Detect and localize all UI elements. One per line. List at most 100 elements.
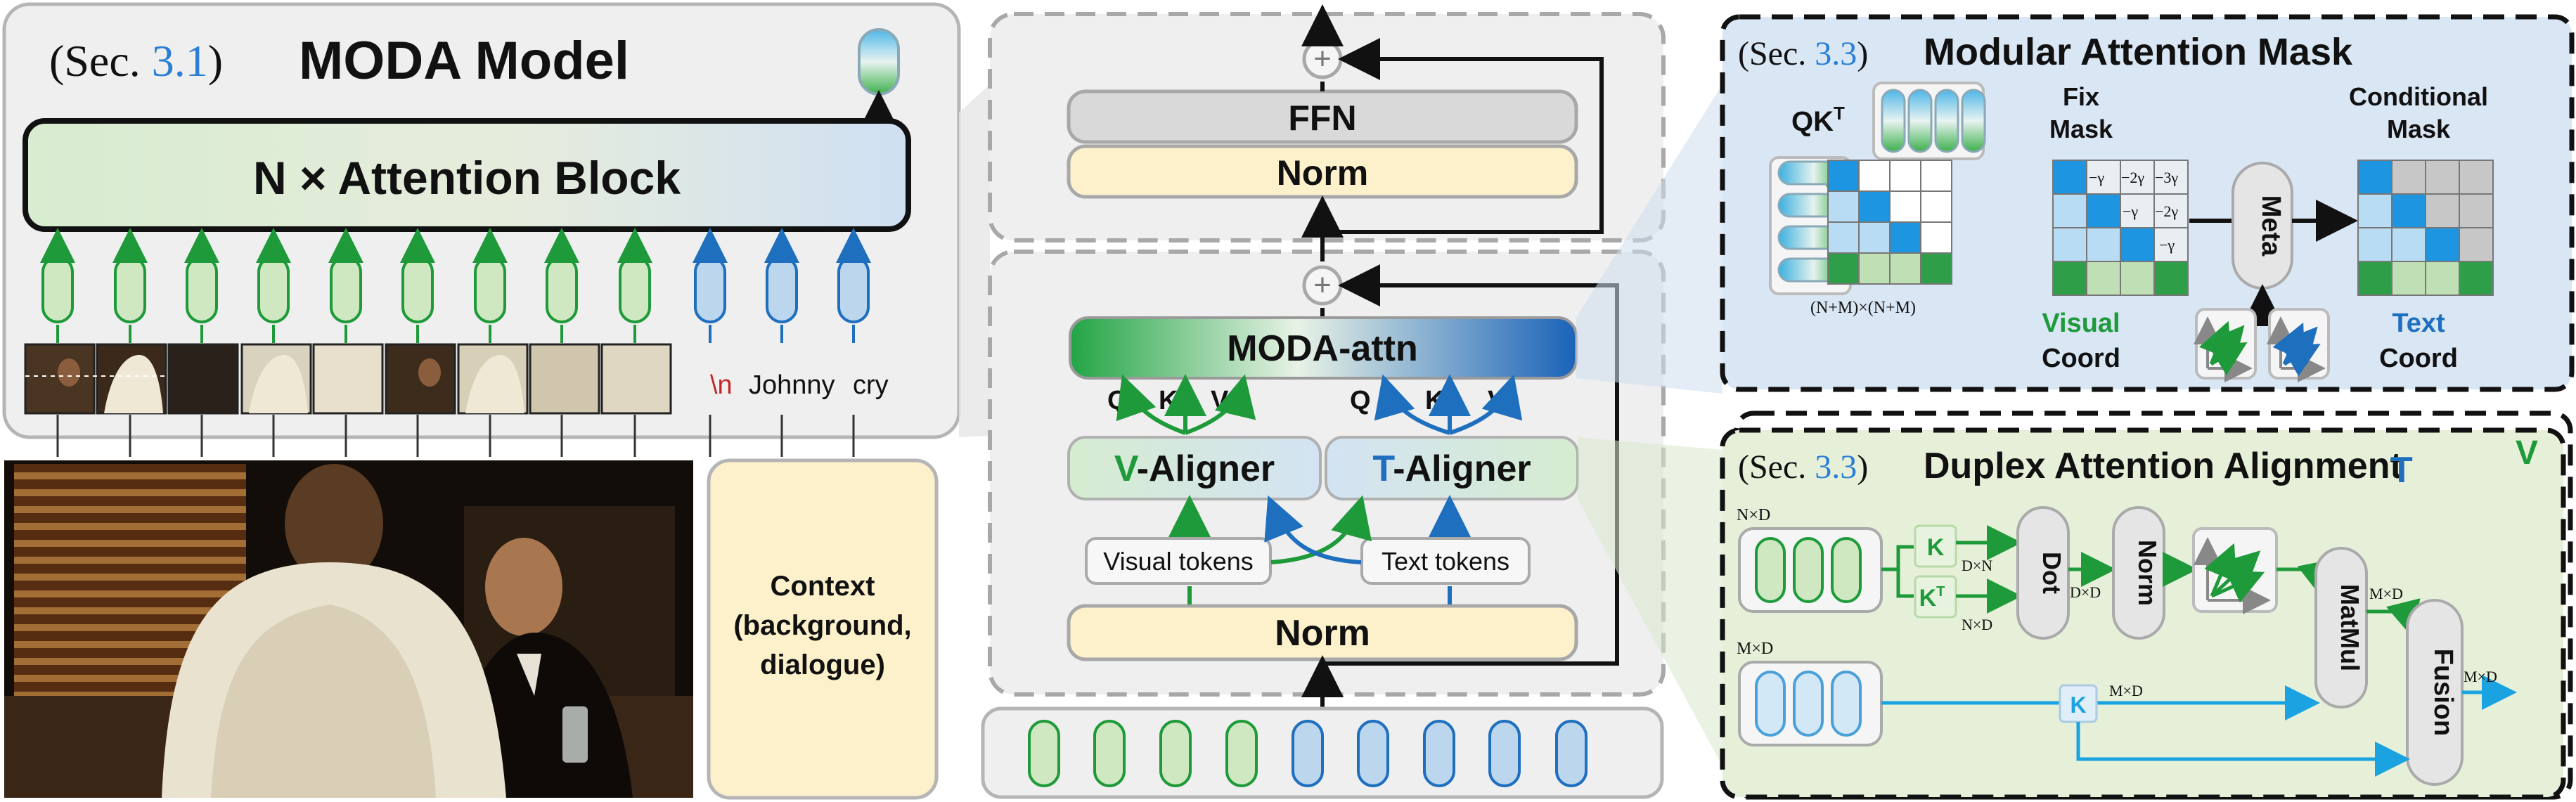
text-coord-axes-icon — [2267, 316, 2326, 382]
q-right-arrow — [1374, 374, 1450, 435]
visual-token-capsule — [114, 256, 146, 323]
moda-model-title: MODA Model — [299, 31, 629, 91]
token-capsule-icon — [858, 28, 900, 96]
attention-block-label: N × Attention Block — [253, 152, 681, 204]
text-token-capsule — [1423, 720, 1455, 787]
text-token-capsule — [1488, 720, 1521, 787]
q-right: Q — [1350, 386, 1371, 415]
frame-figure — [104, 355, 163, 413]
text-token-capsule — [1357, 720, 1389, 787]
mxd2-label: M×D — [2369, 585, 2403, 602]
dot-box — [2016, 506, 2070, 640]
gamma-1: −2γ — [2121, 169, 2144, 186]
qkt-cell — [1827, 190, 1860, 223]
conditional-mask-line1: Conditional — [2349, 82, 2488, 111]
qkt-cell — [1858, 190, 1891, 223]
duplex-norm-label: Norm — [2133, 540, 2162, 606]
split-lower — [1896, 569, 1914, 598]
qkt-cell — [1858, 221, 1891, 254]
visual-token-capsule — [41, 256, 74, 323]
meta-label: Meta — [2256, 195, 2286, 257]
cond-cell — [2391, 227, 2426, 262]
v-right-arrow — [1449, 374, 1523, 435]
visual-feature-capsule — [1831, 537, 1862, 603]
fix-cell — [2086, 227, 2121, 262]
frame-figure — [58, 358, 80, 387]
gamma-5: −γ — [2159, 236, 2175, 254]
zoom-connector — [959, 84, 990, 437]
visual-coord-axes-icon — [2194, 316, 2253, 382]
mxd-label: M×D — [1737, 640, 1773, 658]
token-johnny: Johnny — [749, 370, 835, 400]
block-detail-panel: FFN Norm + + MODA-attn Q K V Q K V — [981, 4, 1666, 799]
v-left-arrow — [1184, 374, 1256, 435]
film-still-image — [4, 460, 693, 798]
visual-token-capsule — [330, 256, 362, 323]
text-token-capsule — [766, 256, 798, 323]
plus-mid: + — [1313, 268, 1332, 302]
visual-feature-capsule — [1793, 537, 1824, 603]
cond-cell — [2357, 261, 2393, 296]
mxd3-label: M×D — [2464, 668, 2497, 685]
moda-input-tokens — [40, 228, 871, 457]
duplex-sec-label: (Sec. 3.3) — [1738, 448, 1868, 486]
cond-cell — [2391, 261, 2426, 296]
fix-cell — [2052, 193, 2087, 228]
token-newline: \n — [710, 370, 733, 400]
qkt-cell — [1827, 252, 1860, 285]
visual-token-capsule — [257, 256, 290, 323]
visual-tokens-label: Visual tokens — [1103, 547, 1253, 576]
qkt-cell — [1889, 160, 1921, 192]
k-right: K — [1425, 386, 1445, 415]
aligned-axes-icon — [2194, 537, 2271, 614]
visual-tokens-box — [1085, 537, 1272, 585]
text-token-capsule — [1292, 720, 1324, 787]
k-box — [1914, 524, 1957, 568]
moda-model-panel: (Sec. 3.1) MODA Model N × Attention Bloc… — [2, 2, 961, 457]
nxd2-label: N×D — [1962, 616, 1992, 633]
token-cry: cry — [853, 370, 889, 400]
dxn-label: D×N — [1962, 557, 1992, 574]
k2-label: K — [2070, 692, 2086, 718]
text-feature-capsule — [1793, 671, 1824, 737]
qkt-cell — [1889, 190, 1921, 223]
fusion-label: Fusion — [2428, 649, 2458, 737]
qkt-cell — [1889, 221, 1921, 254]
video-frame — [167, 343, 239, 415]
text-feature-capsule — [1755, 671, 1786, 737]
video-frame — [529, 343, 600, 415]
visual-feature-tokens — [1755, 537, 1862, 603]
fix-mask-matrix — [2052, 160, 2189, 296]
text-to-valigner — [1264, 495, 1362, 564]
moda-attn-label: MODA-attn — [1227, 328, 1418, 369]
text-tokens-label: Text tokens — [1382, 547, 1509, 576]
context-line-3: dialogue) — [760, 649, 885, 680]
fix-cell — [2120, 261, 2155, 296]
visual-coord-line2: Coord — [2042, 344, 2120, 373]
qkt-cell — [1827, 160, 1860, 192]
cond-cell — [2357, 160, 2393, 195]
cond-cell — [2425, 160, 2460, 195]
kt-capsule — [1881, 89, 1906, 153]
q-left-arrow — [1116, 374, 1186, 435]
fix-cell — [2086, 160, 2121, 195]
fix-cell — [2153, 261, 2189, 296]
qkt-matrix — [1827, 160, 1952, 285]
duplex-title-v: V — [2516, 434, 2538, 472]
tray-tokens — [1028, 720, 1588, 787]
mask-title: Modular Attention Mask — [1924, 31, 2353, 73]
kt-label: KT — [1919, 584, 1945, 612]
split-upper — [1881, 545, 1914, 571]
visual-token-capsule — [401, 256, 434, 323]
visual-token-capsule — [1093, 720, 1126, 787]
visual-token-capsule — [186, 256, 218, 323]
mask-sec-label: (Sec. 3.3) — [1738, 35, 1868, 72]
context-line-1: Context — [771, 571, 875, 602]
zoom-connector-duplex — [1578, 437, 1722, 766]
video-frame-strip — [24, 343, 672, 415]
kt-capsule — [1934, 89, 1959, 153]
fix-cell — [2120, 227, 2155, 262]
q-capsules — [1777, 160, 1843, 283]
qkt-cell — [1920, 252, 1952, 285]
cond-cell — [2425, 193, 2460, 228]
